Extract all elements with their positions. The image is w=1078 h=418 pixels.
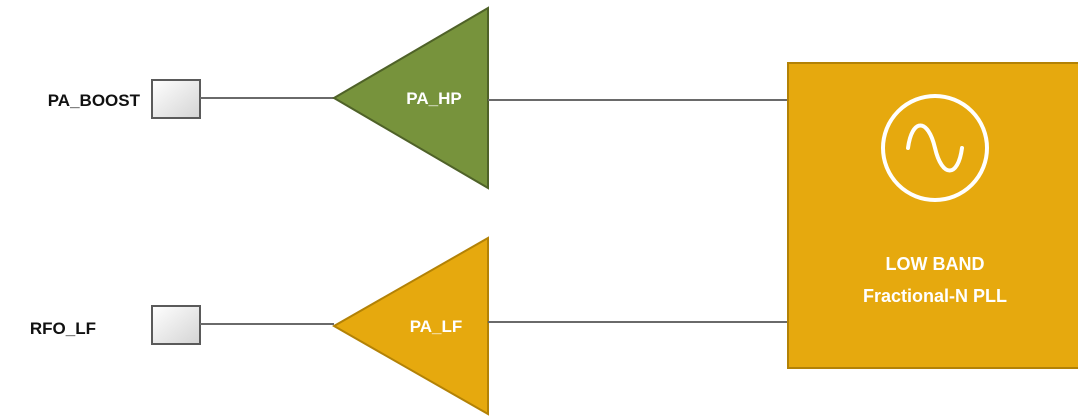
pa-hp-label: PA_HP [406, 89, 461, 108]
rfo-lf-label: RFO_LF [30, 319, 96, 338]
pll-title-line1: LOW BAND [886, 254, 985, 274]
pa-hp-amplifier [332, 6, 489, 190]
low-band-pll-block [787, 62, 1078, 369]
pa-boost-pad [151, 79, 201, 119]
pa-lf-amplifier [331, 236, 489, 416]
rfo-lf-pad [151, 305, 201, 345]
pll-title-line2: Fractional-N PLL [863, 286, 1007, 306]
sine-wave-oscillator-icon [881, 94, 989, 202]
pa-boost-label: PA_BOOST [48, 91, 141, 110]
pa-lf-label: PA_LF [410, 317, 463, 336]
